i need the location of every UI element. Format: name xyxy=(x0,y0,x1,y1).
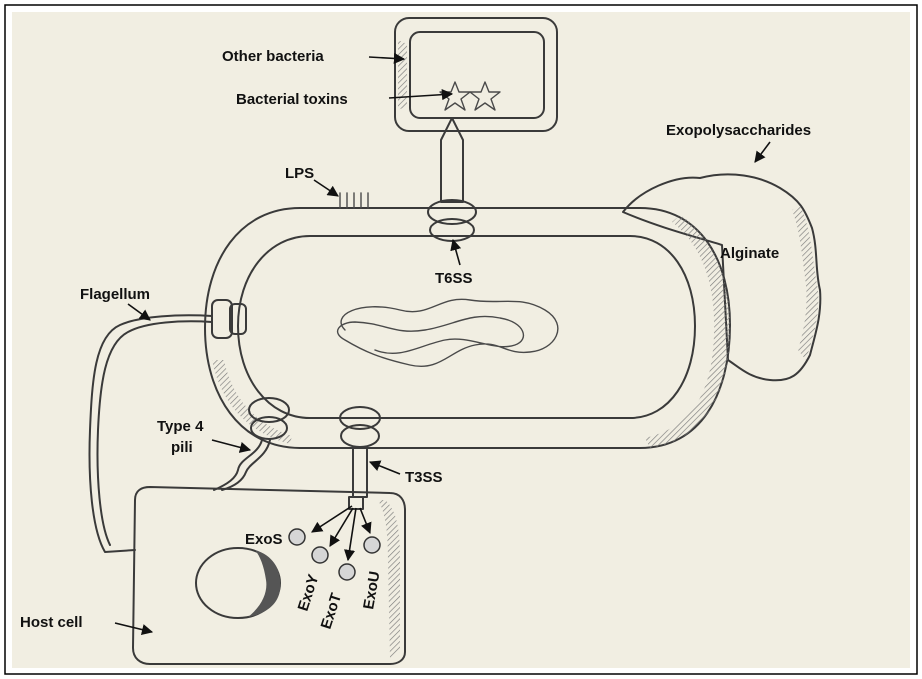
label-other-bacteria: Other bacteria xyxy=(222,48,324,65)
effector-exos xyxy=(289,529,305,545)
effector-exoy xyxy=(312,547,328,563)
label-alginate: Alginate xyxy=(720,245,779,262)
effector-exou xyxy=(364,537,380,553)
label-lps: LPS xyxy=(285,165,314,182)
label-flagellum: Flagellum xyxy=(80,286,150,303)
effector-exot xyxy=(339,564,355,580)
label-exopolysaccharides: Exopolysaccharides xyxy=(666,122,811,139)
label-type4-pili-line2: pili xyxy=(171,439,193,456)
label-t6ss: T6SS xyxy=(435,270,473,287)
label-t3ss: T3SS xyxy=(405,469,443,486)
label-exos: ExoS xyxy=(245,531,283,548)
label-type4-pili-line1: Type 4 xyxy=(157,418,204,435)
label-bacterial-toxins: Bacterial toxins xyxy=(236,91,348,108)
label-host-cell: Host cell xyxy=(20,614,83,631)
